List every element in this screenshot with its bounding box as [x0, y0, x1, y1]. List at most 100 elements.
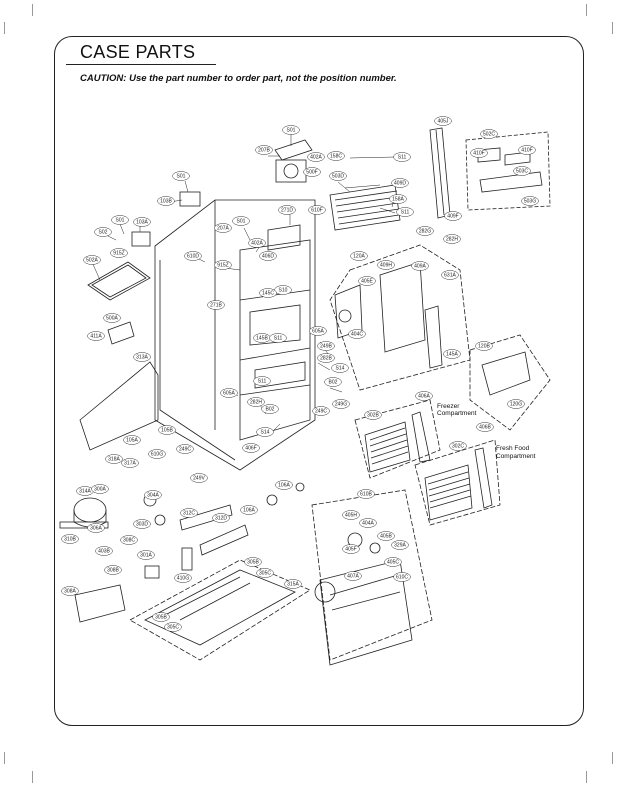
part-callout: S11 — [253, 376, 271, 386]
callout-label: 105A — [126, 438, 138, 444]
callout-label: 301A — [140, 553, 152, 559]
callout-bubble — [317, 353, 335, 363]
callout-bubble — [393, 152, 411, 162]
callout-bubble — [123, 435, 141, 445]
callout-bubble — [190, 473, 208, 483]
part-callout: 308A — [61, 586, 79, 596]
callout-bubble — [91, 484, 109, 494]
part-callout: 410G — [174, 573, 192, 583]
callout-label: 158A — [392, 197, 404, 203]
callout-label: S14 — [336, 366, 345, 372]
callout-bubble — [95, 546, 113, 556]
part-callout: 315A — [284, 579, 302, 589]
callout-label: S14 — [261, 430, 270, 436]
callout-bubble — [342, 510, 360, 520]
tray-502a — [87, 261, 151, 301]
callout-label: 305B — [155, 615, 167, 621]
part-callout: 409A — [411, 261, 429, 271]
callout-label: 103A — [136, 220, 148, 226]
part-callout: 308C — [120, 535, 138, 545]
part-callout: 249G — [332, 399, 350, 409]
callout-label: 282B — [320, 356, 332, 362]
part-callout: 306A — [87, 523, 105, 533]
callout-label: 249G — [335, 402, 347, 408]
callout-bubble — [476, 422, 494, 432]
callout-bubble — [176, 444, 194, 454]
callout-bubble — [518, 145, 536, 155]
part-callout: 305B — [244, 557, 262, 567]
callout-bubble — [105, 454, 123, 464]
part-callout: 304A — [144, 490, 162, 500]
callout-label: 502A — [86, 258, 98, 264]
part-callout: 405F — [342, 544, 360, 554]
cabinet-body — [154, 199, 316, 471]
callout-bubble — [104, 565, 122, 575]
callout-bubble — [164, 622, 182, 632]
callout-label: 409H — [380, 263, 392, 269]
callout-label: 502C — [483, 132, 495, 138]
part-callout: S02 — [94, 227, 112, 237]
callout-bubble — [278, 205, 296, 215]
callout-bubble — [384, 557, 402, 567]
callout-bubble — [309, 326, 327, 336]
part-callout: 502A — [83, 255, 101, 265]
callout-label: 308A — [64, 589, 76, 595]
callout-label: 158C — [330, 154, 342, 160]
part-callout: 145A — [443, 349, 461, 359]
part-callout: 409F — [444, 211, 462, 221]
part-callout: 305C — [164, 622, 182, 632]
title-underline — [66, 64, 216, 65]
callout-bubble — [350, 251, 368, 261]
part-callout: 402A — [307, 152, 325, 162]
callout-label: 207B — [258, 148, 270, 154]
callout-label: 303D — [136, 522, 148, 528]
callout-label: S01 — [177, 174, 186, 180]
part-callout: 610F — [308, 205, 326, 215]
duct-grille — [329, 184, 401, 231]
callout-bubble — [331, 363, 349, 373]
part-callout: 249C — [176, 444, 194, 454]
trim-405j — [429, 127, 451, 219]
part-callout: 403B — [95, 546, 113, 556]
callout-bubble — [342, 544, 360, 554]
part-callout: 282H — [247, 397, 265, 407]
freezer-label: Freezer — [437, 403, 460, 410]
part-callout: 915Z — [214, 260, 232, 270]
callout-bubble — [148, 449, 166, 459]
callout-bubble — [303, 167, 321, 177]
callout-label: 631A — [444, 273, 456, 279]
callout-bubble — [259, 288, 277, 298]
callout-label: 106A — [278, 483, 290, 489]
callout-bubble — [110, 248, 128, 258]
part-callout: S11 — [393, 152, 411, 162]
part-callout: 610C — [393, 572, 411, 582]
callout-label: 915Z — [217, 263, 228, 269]
callout-label: 105B — [161, 428, 173, 434]
part-callout: 145C — [259, 288, 277, 298]
callout-label: 406D — [262, 254, 274, 260]
callout-label: 310B — [64, 537, 76, 543]
callout-label: 404C — [351, 332, 363, 338]
part-callout: 605A — [309, 326, 327, 336]
callout-bubble — [513, 166, 531, 176]
part-callout: 282G — [416, 226, 434, 236]
callout-bubble — [240, 505, 258, 515]
callout-bubble — [411, 261, 429, 271]
callout-bubble — [261, 404, 279, 414]
callout-bubble — [232, 216, 250, 226]
callout-label: 282H — [250, 400, 262, 406]
callout-bubble — [317, 341, 335, 351]
callout-label: 610B — [360, 492, 372, 498]
callout-label: 305C — [167, 625, 179, 631]
callout-bubble — [220, 388, 238, 398]
callout-label: 410F — [473, 151, 484, 157]
callout-bubble — [214, 260, 232, 270]
callout-bubble — [158, 425, 176, 435]
part-callout: 406F — [242, 443, 260, 453]
callout-label: 300A — [94, 487, 106, 493]
part-callout: S14 — [331, 363, 349, 373]
callout-label: 405B — [380, 534, 392, 540]
callout-label: S11 — [398, 155, 407, 161]
callout-label: 308C — [123, 538, 135, 544]
